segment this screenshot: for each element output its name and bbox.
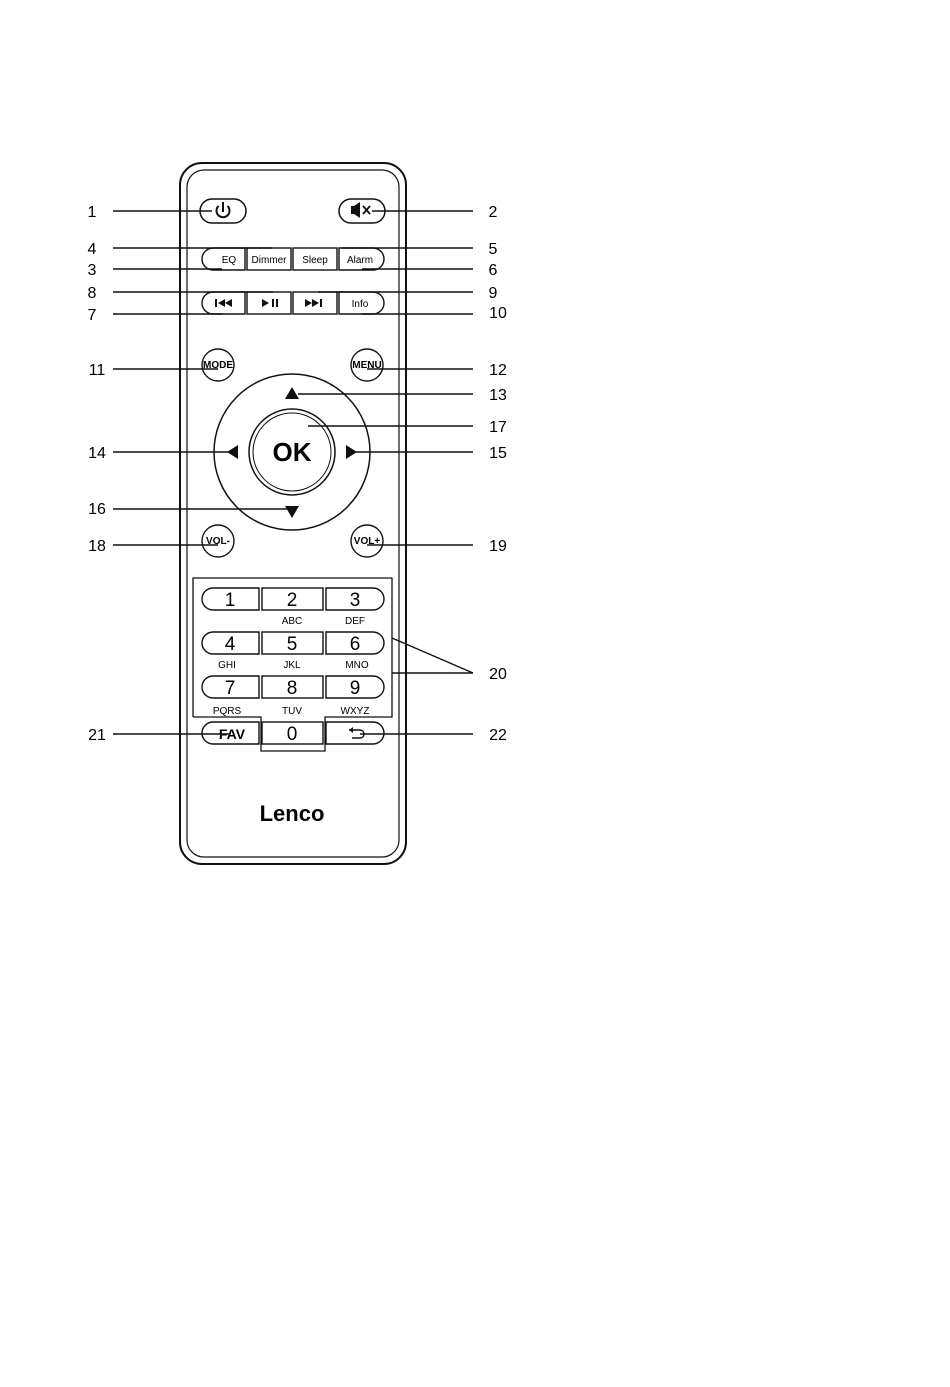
callout-8: 8	[88, 285, 97, 302]
key-9[interactable]: 9	[326, 676, 384, 699]
keypad: 1 2 ABC 3 DEF 4 GHI 5 JKL 6 MNO	[202, 588, 384, 745]
prev-button[interactable]	[202, 292, 245, 314]
key-digit: 3	[350, 590, 361, 611]
callout-3: 3	[88, 262, 97, 279]
callout-5: 5	[489, 241, 498, 258]
key-digit: 5	[287, 634, 298, 655]
key-6[interactable]: 6	[326, 632, 384, 655]
callout-10: 10	[489, 305, 507, 322]
nav-pad: OK	[214, 374, 370, 530]
key-5[interactable]: 5	[262, 632, 323, 655]
key-0[interactable]: 0	[262, 722, 323, 745]
transport-row: Info	[202, 292, 384, 314]
callout-18: 18	[88, 538, 106, 555]
ok-label: OK	[273, 437, 312, 467]
key-4[interactable]: 4	[202, 632, 259, 655]
callout-15: 15	[489, 445, 507, 462]
ok-button[interactable]: OK	[273, 437, 312, 467]
alarm-label: Alarm	[347, 255, 373, 266]
key-digit: 6	[350, 634, 361, 655]
key-3[interactable]: 3	[326, 588, 384, 611]
function-row: EQ Dimmer Sleep Alarm	[202, 248, 384, 270]
callout-7: 7	[88, 307, 97, 324]
key-2[interactable]: 2	[262, 588, 323, 611]
callout-16: 16	[88, 501, 106, 518]
key-letters: MNO	[345, 660, 369, 671]
callout-2: 2	[489, 204, 498, 221]
fav-button[interactable]: FAV	[202, 722, 259, 744]
callout-14: 14	[88, 445, 106, 462]
mode-button[interactable]: MODE	[202, 349, 234, 381]
sleep-label: Sleep	[302, 255, 328, 266]
callout-13: 13	[489, 387, 507, 404]
key-digit: 8	[287, 678, 298, 699]
key-digit: 7	[225, 678, 236, 699]
callout-17: 17	[489, 419, 507, 436]
eq-label: EQ	[222, 255, 237, 266]
key-digit: 2	[287, 590, 298, 611]
info-button[interactable]: Info	[339, 292, 384, 314]
eq-button[interactable]: EQ	[202, 248, 245, 270]
menu-button[interactable]: MENU	[351, 349, 383, 381]
next-button[interactable]	[293, 292, 337, 314]
key-letters: TUV	[282, 706, 302, 717]
sleep-button[interactable]: Sleep	[293, 248, 337, 270]
callout-4: 4	[88, 241, 97, 258]
brand-logo: Lenco	[260, 801, 325, 826]
callout-9: 9	[489, 285, 498, 302]
key-7[interactable]: 7	[202, 676, 259, 699]
callout-22: 22	[489, 727, 507, 744]
dimmer-button[interactable]: Dimmer	[247, 248, 291, 270]
callout-12: 12	[489, 362, 507, 379]
volume-up-button[interactable]: VOL+	[351, 525, 383, 557]
key-letters: JKL	[283, 660, 301, 671]
volume-down-button[interactable]: VOL-	[202, 525, 234, 557]
key-letters: GHI	[218, 660, 236, 671]
key-letters: PQRS	[213, 706, 242, 717]
alarm-button[interactable]: Alarm	[339, 248, 384, 270]
key-digit: 9	[350, 678, 361, 699]
key-letters: WXYZ	[341, 706, 370, 717]
callout-20: 20	[489, 666, 507, 683]
key-1[interactable]: 1	[202, 588, 259, 611]
info-label: Info	[352, 299, 369, 310]
key-letters: ABC	[282, 616, 303, 627]
key-digit: 4	[225, 634, 236, 655]
play-pause-button[interactable]	[247, 292, 291, 314]
callout-19: 19	[489, 538, 507, 555]
back-button[interactable]	[326, 722, 384, 744]
key-8[interactable]: 8	[262, 676, 323, 699]
callout-6: 6	[489, 262, 498, 279]
callout-11: 11	[89, 362, 106, 379]
key-digit: 1	[225, 590, 236, 611]
key-digit: 0	[287, 724, 298, 745]
callout-1: 1	[88, 204, 97, 221]
dimmer-label: Dimmer	[252, 255, 288, 266]
callout-21: 21	[88, 727, 106, 744]
key-letters: DEF	[345, 616, 365, 627]
